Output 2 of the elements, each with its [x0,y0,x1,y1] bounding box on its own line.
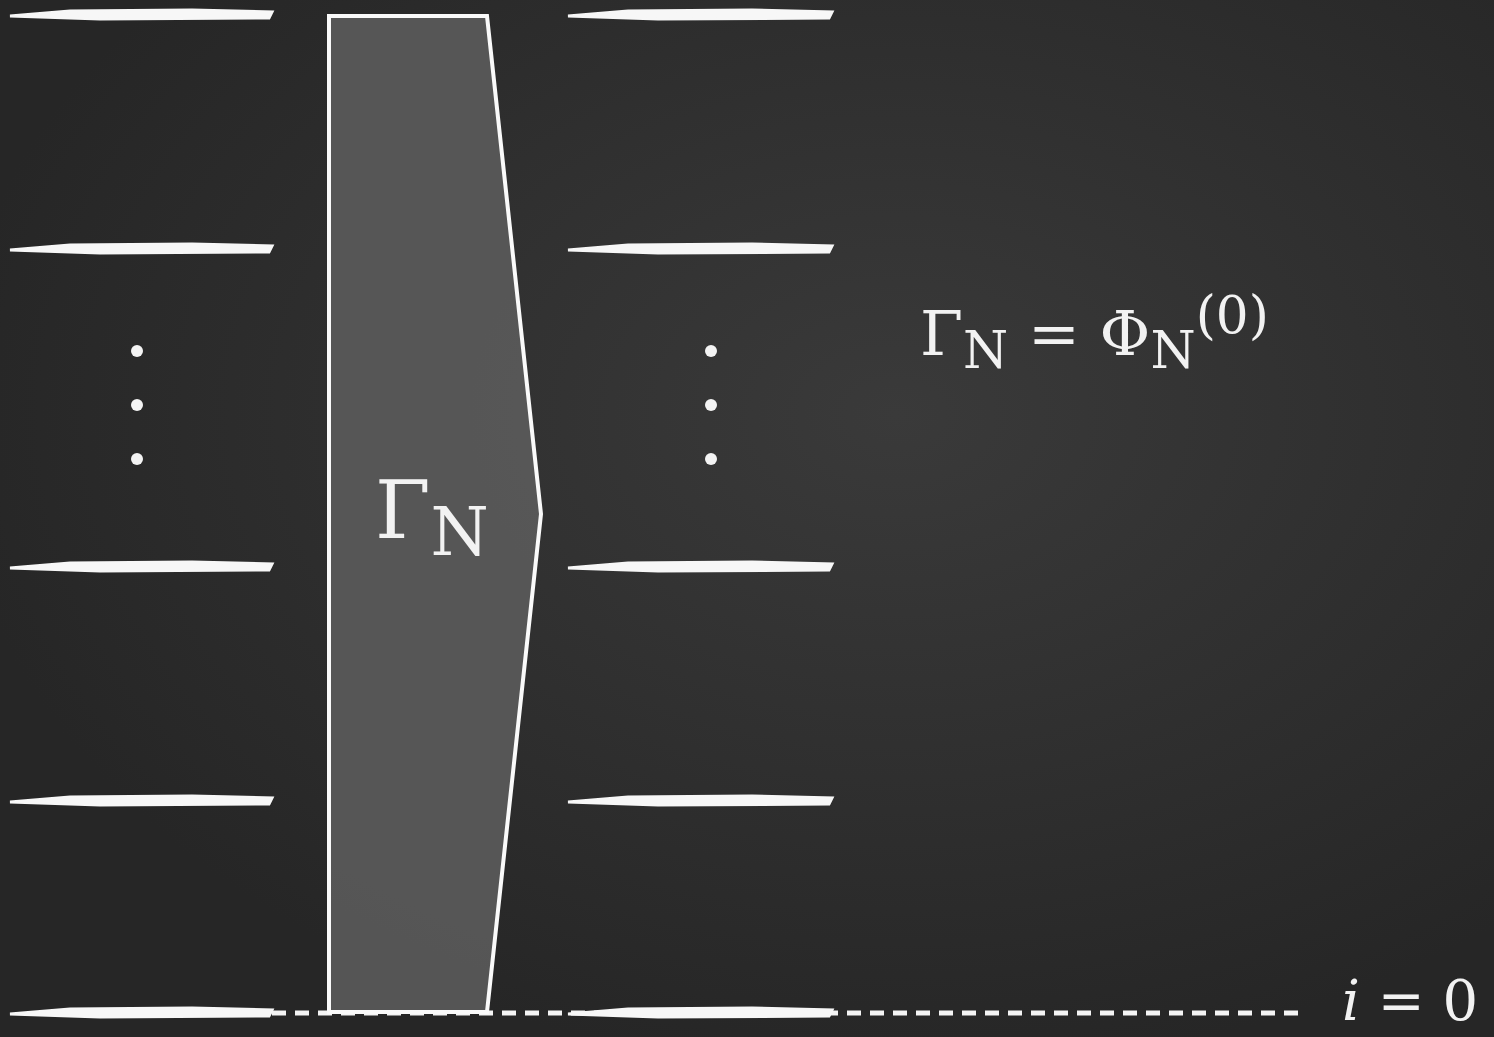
index-label: i = 0 [1342,968,1479,1033]
math-symbol: Γ$_{N}$ [375,464,489,571]
